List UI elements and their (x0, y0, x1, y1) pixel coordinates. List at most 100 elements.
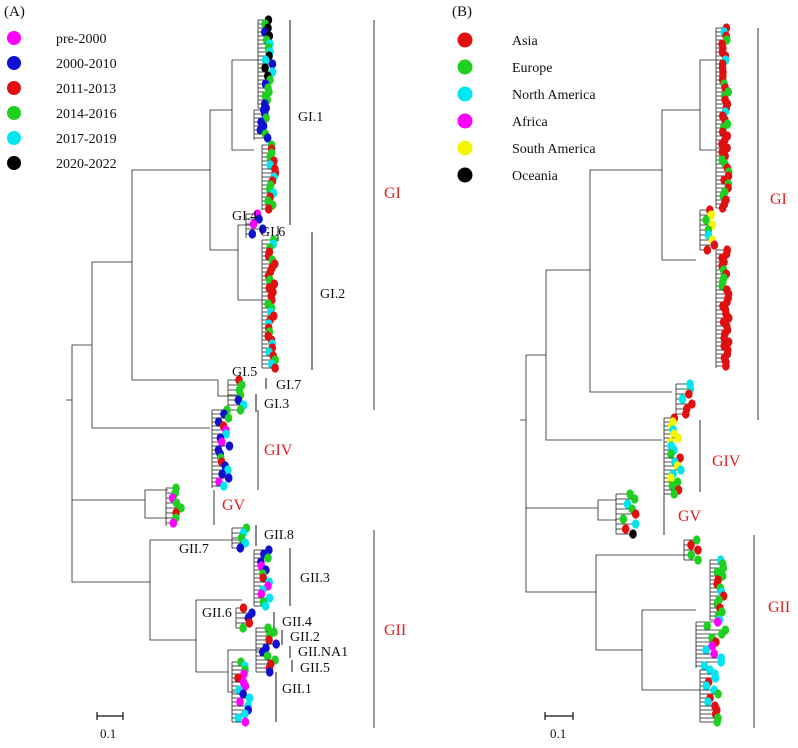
tip-marker (711, 673, 720, 683)
tip-marker (258, 224, 267, 234)
tip-marker (248, 229, 257, 239)
legend-a-swatch-4 (7, 131, 21, 145)
tree-branch (237, 250, 262, 301)
tip-marker (268, 59, 277, 69)
tip-marker (688, 399, 696, 409)
tip-marker (239, 603, 248, 613)
major-label-b-giv: GIV (712, 453, 741, 470)
tip-marker (704, 697, 712, 707)
tip-marker (687, 540, 695, 550)
clade-label-gii7: GII.7 (179, 542, 209, 557)
legend-b-item-2: North America (512, 88, 596, 103)
clade-label-gi3: GI.3 (264, 397, 289, 412)
tip-marker (631, 509, 640, 519)
tip-marker (218, 469, 226, 479)
legend-b-swatch-1 (457, 59, 473, 75)
tip-marker (240, 669, 248, 679)
tree-branch (227, 672, 238, 693)
tip-marker (703, 245, 712, 255)
tree-branch (597, 499, 616, 508)
tip-marker (255, 214, 263, 224)
tip-marker (264, 623, 272, 633)
major-label-a-gv: GV (222, 497, 246, 514)
scale-label-b: 0.1 (550, 726, 566, 741)
tip-marker (241, 717, 250, 727)
tip-marker (234, 713, 243, 723)
tree-branch (641, 650, 700, 691)
legend-a-swatch-3 (7, 106, 21, 120)
legend-a-item-4: 2017-2019 (56, 132, 117, 147)
tip-marker (264, 204, 273, 214)
tree-branch (131, 169, 210, 262)
tree-branch (144, 489, 168, 500)
legend-b-item-3: Africa (512, 115, 549, 130)
legend-a-swatch-5 (7, 156, 21, 170)
tip-marker (694, 545, 702, 555)
major-clades-a: GI GIV GV GII (213, 20, 406, 728)
tip-marker (692, 535, 701, 545)
legend-b-item-0: Asia (512, 34, 538, 49)
tip-marker (718, 203, 727, 213)
tree-branch (661, 109, 700, 170)
tip-marker (713, 617, 722, 627)
tip-marker (621, 524, 630, 534)
legend-a-swatch-1 (7, 56, 21, 70)
legend-b-swatch-5 (457, 167, 473, 183)
major-label-b-gii: GII (768, 599, 790, 616)
clade-label-gi2: GI.2 (320, 287, 345, 302)
tree-branch (149, 582, 196, 641)
legend-b-swatch-2 (457, 86, 473, 102)
tip-marker (667, 449, 675, 459)
scale-bar-b: 0.1 (544, 712, 574, 741)
tip-marker (681, 409, 690, 419)
tip-marker (241, 681, 250, 691)
tip-marker (718, 629, 726, 639)
legend-a-item-3: 2014-2016 (56, 107, 117, 122)
legend-a-swatch-0 (7, 31, 21, 45)
legend-b-item-4: South America (512, 142, 596, 157)
tree-branch (661, 170, 696, 261)
legend-a-swatch-2 (7, 81, 21, 95)
tip-marker (685, 389, 693, 399)
tree-branch (231, 110, 254, 151)
tip-marker (239, 689, 247, 699)
clade-label-giina1: GII.NA1 (298, 645, 348, 660)
tip-marker (261, 63, 269, 73)
tree-branch (589, 270, 672, 393)
tip-marker (265, 635, 273, 645)
tip-marker (225, 441, 234, 451)
tip-marker (245, 618, 254, 628)
tip-marker (264, 553, 272, 563)
tip-marker (220, 481, 228, 491)
tree-branch (699, 59, 716, 110)
tree-branch (71, 344, 92, 400)
tree-branch (231, 59, 258, 110)
tip-marker (249, 219, 258, 229)
legend-a-item-0: pre-2000 (56, 32, 107, 47)
legend-b-swatch-3 (457, 113, 473, 129)
legend-a: pre-2000 2000-2010 2011-2013 2014-2016 2… (7, 31, 117, 172)
tip-marker (239, 623, 247, 633)
clade-label-gi7: GI.7 (276, 378, 301, 393)
tree-branch (131, 262, 218, 381)
tip-marker (261, 55, 270, 65)
tip-marker (236, 697, 244, 707)
tree-panel-a (66, 15, 281, 727)
tree-branch (520, 419, 596, 593)
scale-bar-a: 0.1 (96, 712, 124, 741)
tree-branch (525, 354, 546, 420)
major-label-a-gi: GI (384, 185, 401, 202)
clade-label-gi5: GI.5 (232, 365, 257, 380)
tip-marker (702, 681, 711, 691)
tip-marker (263, 651, 272, 661)
subclade-annotations-a: GI.1 GI.6 GI.4 GI.2 GI.5 GI.7 GI.3 GII.8… (179, 20, 348, 722)
tip-marker (670, 489, 679, 499)
tip-marker (271, 363, 279, 373)
tree-branch (149, 539, 240, 582)
tree-branch (589, 169, 662, 270)
tip-marker (629, 529, 637, 539)
tip-marker (265, 667, 274, 677)
tree-branch (699, 110, 716, 151)
tip-marker (217, 437, 226, 447)
clade-label-gi1: GI.1 (298, 110, 323, 125)
